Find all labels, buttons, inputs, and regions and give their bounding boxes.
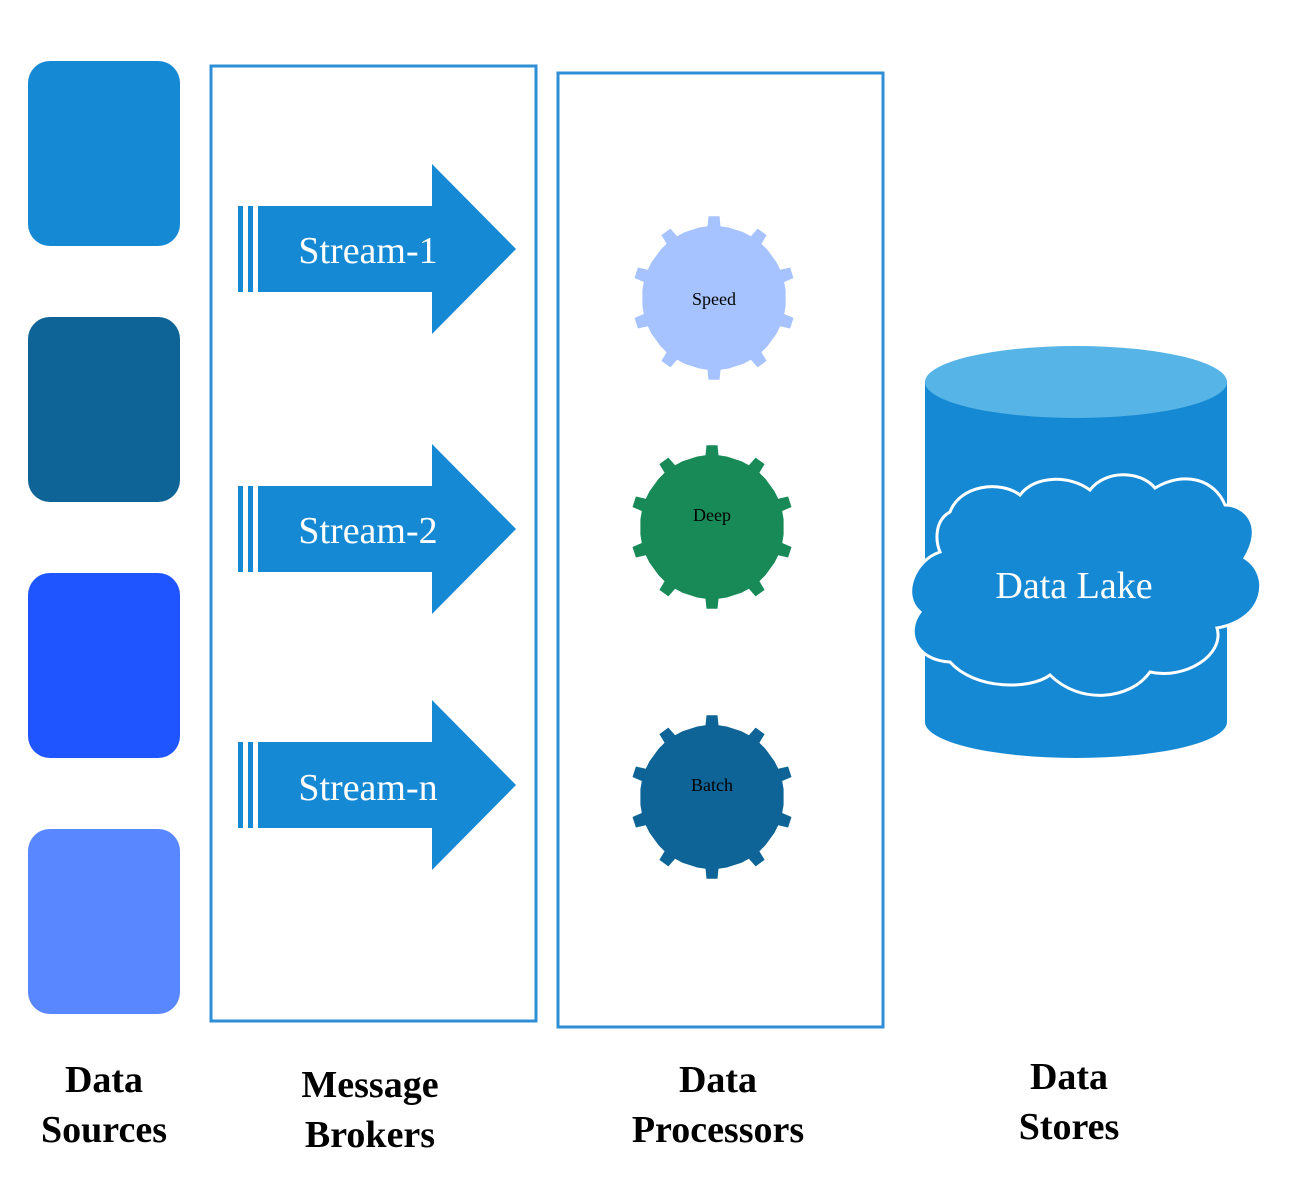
stream-arrow-2: Stream-2 — [238, 444, 516, 614]
stores-label-line-1: Data — [1030, 1056, 1108, 1098]
source-block-1 — [28, 61, 180, 246]
processors-label-line-2: Processors — [632, 1109, 804, 1151]
data-lake-cylinder: Data Lake — [909, 346, 1263, 758]
gear-batch-label: Batch — [691, 775, 733, 795]
stream-arrow-n: Stream-n — [238, 700, 516, 870]
stream-1-stripe-a — [238, 206, 243, 292]
sources-label-line-1: Data — [65, 1059, 143, 1101]
cloud-icon — [909, 473, 1263, 697]
stream-2-label: Stream-2 — [298, 510, 437, 552]
stream-n-arrow-shape — [258, 700, 516, 870]
brokers-label-line-1: Message — [301, 1064, 438, 1106]
stream-1-arrow-shape — [258, 164, 516, 334]
column-labels: Data Sources Message Brokers Data Proces… — [41, 1056, 1119, 1156]
processors-label-line-1: Data — [679, 1059, 757, 1101]
source-block-2 — [28, 317, 180, 502]
gear-speed-label: Speed — [692, 289, 736, 309]
stream-1-stripe-b — [248, 206, 253, 292]
stream-arrow-1: Stream-1 — [238, 164, 516, 334]
gear-batch: Batch — [632, 715, 792, 879]
brokers-label-line-2: Brokers — [305, 1114, 435, 1156]
sources-label-line-2: Sources — [41, 1109, 167, 1151]
stream-n-stripe-b — [248, 742, 253, 828]
gear-deep-icon — [632, 445, 792, 609]
stream-2-arrow-shape — [258, 444, 516, 614]
gear-batch-icon — [632, 715, 792, 879]
stream-n-label: Stream-n — [298, 767, 437, 809]
gear-speed: Speed — [634, 216, 794, 380]
source-block-3 — [28, 573, 180, 758]
data-sources-column — [28, 61, 180, 1014]
stream-n-stripe-a — [238, 742, 243, 828]
gear-deep-label: Deep — [693, 505, 731, 525]
data-lake-label: Data Lake — [995, 565, 1152, 607]
gear-speed-icon — [634, 216, 794, 380]
stream-2-stripe-b — [248, 486, 253, 572]
gear-deep: Deep — [632, 445, 792, 609]
stream-2-stripe-a — [238, 486, 243, 572]
message-brokers-frame — [209, 64, 538, 1023]
stores-label-line-2: Stores — [1019, 1106, 1120, 1148]
source-block-4 — [28, 829, 180, 1014]
stream-1-label: Stream-1 — [298, 230, 437, 272]
data-processors-frame — [556, 71, 885, 1029]
cylinder-top — [925, 346, 1227, 418]
